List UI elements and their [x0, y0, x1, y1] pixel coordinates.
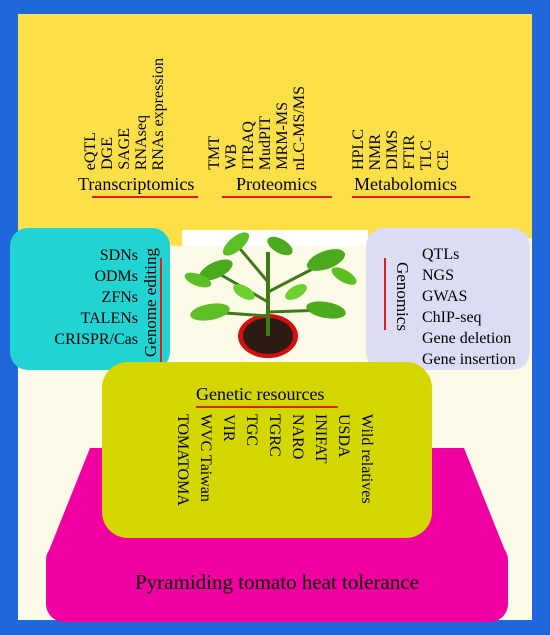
omics-item: RNAseq — [133, 114, 150, 170]
proteomics-title: Proteomics — [236, 174, 317, 194]
base-title: Pyramiding tomato heat tolerance — [135, 570, 419, 594]
proteomics-items: TMT WB ITRAQ MudPIT MRM-MS nLC-MS/MS — [206, 85, 308, 170]
omics-item: FTIR — [401, 135, 418, 170]
genomics-title: Genomics — [393, 262, 412, 331]
metabolomics-underline — [352, 196, 470, 198]
genome-editing-item: SDNs — [99, 247, 138, 264]
genomics-list: QTLs NGS GWAS ChIP-seq Gene deletion Gen… — [422, 244, 516, 370]
omics-item: MudPIT — [257, 115, 274, 170]
omics-item: DGE — [99, 137, 116, 170]
metabolomics-title: Metabolomics — [354, 174, 457, 194]
genetic-resource-item: VIR — [220, 414, 237, 442]
genomics-item: Gene insertion — [422, 351, 516, 368]
transcriptomics-title: Transcriptomics — [78, 174, 195, 194]
omics-item: WB — [223, 144, 240, 170]
genetic-resources-box — [102, 362, 432, 538]
genome-editing-box — [10, 228, 170, 370]
genome-editing-list: SDNs ODMs ZFNs TALENs CRISPR/Cas — [2, 245, 138, 350]
omics-item: NMR — [367, 133, 384, 170]
tomato-plant-illustration — [184, 232, 357, 358]
genome-editing-item: ZFNs — [101, 289, 138, 306]
genomics-underline — [384, 258, 386, 330]
genomics-item: NGS — [422, 267, 455, 284]
genome-editing-item: ODMs — [94, 268, 138, 285]
omics-item: CE — [435, 149, 452, 170]
genetic-resource-item: INIFAT — [312, 414, 329, 464]
transcriptomics-underline — [92, 196, 198, 198]
base-block — [46, 542, 508, 622]
genomics-item: ChIP-seq — [422, 309, 482, 326]
omics-item: TMT — [206, 136, 223, 170]
omics-item: TLC — [418, 139, 435, 170]
omics-item: MRM-MS — [274, 102, 291, 170]
genetic-resources-items: TOMATOMA WVC Taiwan VIR TGC TGRC NARO IN… — [174, 414, 375, 506]
genomics-item: GWAS — [422, 288, 468, 305]
genetic-resource-item: TGC — [243, 414, 260, 446]
omics-item: nLC-MS/MS — [291, 85, 308, 170]
genome-editing-item: TALENs — [80, 310, 138, 327]
genetic-resources-underline — [196, 406, 338, 408]
omics-band — [18, 14, 532, 226]
genetic-resource-item: WVC Taiwan — [197, 414, 214, 502]
omics-item: HPLC — [350, 129, 367, 170]
genomics-box — [366, 228, 530, 370]
proteomics-underline — [222, 196, 332, 198]
omics-item: RNAs expression — [150, 57, 167, 170]
genomics-item: QTLs — [422, 246, 460, 263]
omics-item: DIMS — [384, 129, 401, 170]
omics-item: ITRAQ — [240, 121, 257, 170]
genome-editing-title: Genome editing — [141, 248, 160, 358]
omics-item: eQTL — [82, 131, 99, 170]
genetic-resource-item: Wild relatives — [358, 414, 375, 504]
genomics-item: Gene deletion — [422, 330, 512, 347]
genetic-resources-title: Genetic resources — [196, 384, 325, 404]
genome-editing-item: CRISPR/Cas — [54, 331, 138, 348]
transcriptomics-items: eQTL DGE SAGE RNAseq RNAs expression — [82, 40, 167, 170]
metabolomics-items: HPLC NMR DIMS FTIR TLC CE — [350, 110, 452, 170]
omics-item: SAGE — [116, 128, 133, 170]
genetic-resource-item: NARO — [289, 414, 306, 460]
genetic-resource-item: TGRC — [266, 414, 283, 457]
genetic-resource-item: USDA — [335, 414, 352, 458]
genetic-resource-item: TOMATOMA — [174, 414, 191, 506]
genome-editing-underline — [160, 258, 162, 362]
